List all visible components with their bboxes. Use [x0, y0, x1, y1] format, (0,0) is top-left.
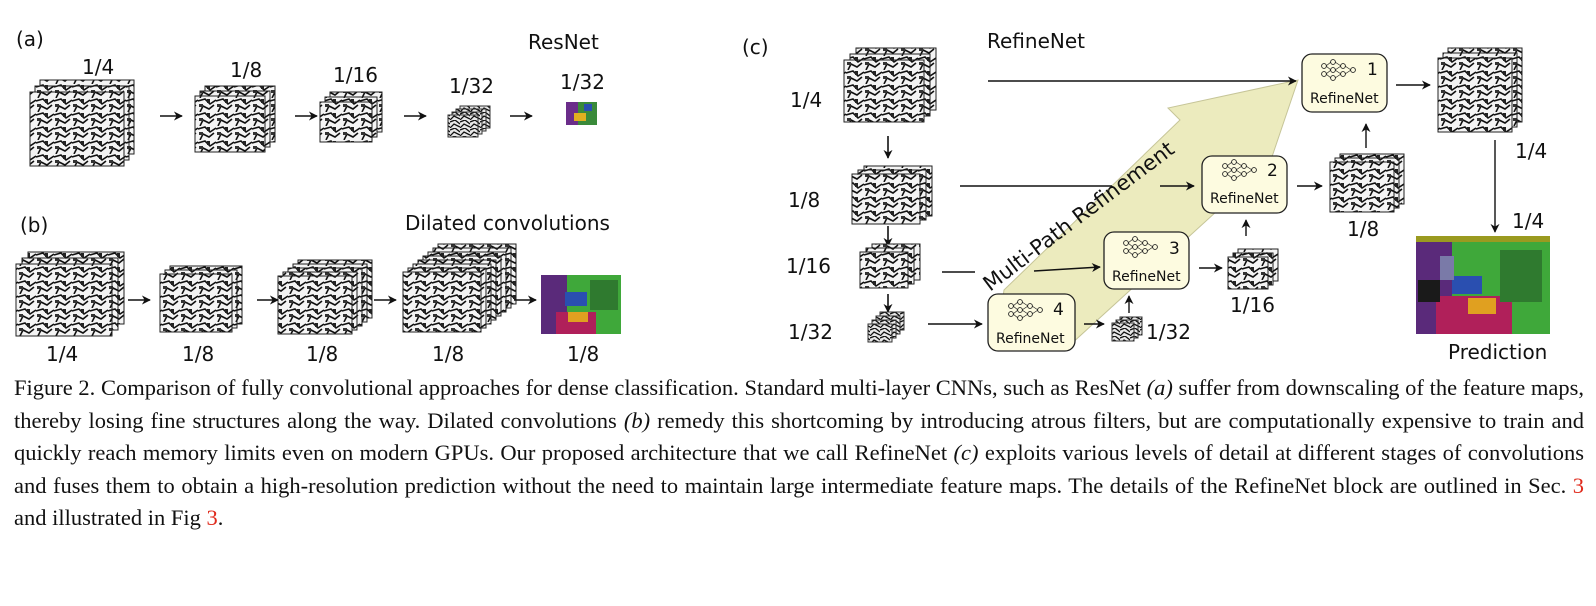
- refinenet-label-3: RefineNet: [1112, 269, 1181, 285]
- dilated-stack-3: [277, 259, 373, 335]
- refinenet-number-4: 4: [1053, 300, 1064, 320]
- caption-text-3: remedy this shortcoming by introducing a…: [14, 407, 1584, 466]
- caption-ref-b: (b): [623, 407, 651, 433]
- caption-ref-a: (a): [1146, 375, 1173, 400]
- caption-text-4: exploits various levels of detail at dif…: [14, 440, 1585, 498]
- resnet-stack-3: [319, 91, 383, 143]
- dilated-output: [541, 275, 621, 334]
- refined-scale-4: 1/32: [1146, 320, 1191, 344]
- refinenet-number-3: 3: [1169, 239, 1180, 259]
- refined-output-2: [1329, 153, 1405, 213]
- caption-figure-label: Figure 2.: [14, 375, 96, 400]
- dilated-scale-5: 1/8: [567, 342, 599, 366]
- encoder-stack-3: [859, 243, 921, 289]
- figure-diagram: (a) ResNet 1/4 1/8 1/16 1/32 1/32 (b) Di…: [15, 27, 1550, 366]
- refinenet-block-4: 4 RefineNet: [987, 293, 1076, 352]
- dilated-scale-2: 1/8: [182, 342, 214, 366]
- dilated-stack-2: [159, 265, 243, 333]
- refinenet-block-2: 2 RefineNet: [1201, 155, 1288, 214]
- resnet-scale-5: 1/32: [560, 70, 605, 94]
- resnet-scale-1: 1/4: [82, 55, 114, 79]
- encoder-stack-1: [843, 47, 937, 123]
- figure-caption: Figure 2. Comparison of fully convolutio…: [14, 372, 1584, 535]
- refined-scale-3: 1/16: [1230, 293, 1275, 317]
- caption-ref-c: (c): [953, 440, 979, 465]
- encoder-stack-4: [867, 311, 905, 343]
- refinenet-label-2: RefineNet: [1210, 191, 1279, 207]
- refinenet-label-4: RefineNet: [996, 331, 1065, 347]
- encoder-scale-1: 1/4: [790, 88, 822, 112]
- refinenet-number-1: 1: [1367, 60, 1378, 80]
- panel-b-label: (b): [20, 213, 48, 237]
- refined-output-1: [1437, 47, 1523, 133]
- refinenet-number-2: 2: [1267, 161, 1278, 181]
- caption-text-1: Comparison of fully convolutional approa…: [95, 375, 1147, 400]
- refined-scale-1: 1/4: [1515, 139, 1547, 163]
- panel-c-label: (c): [742, 35, 769, 59]
- refined-output-4: [1111, 316, 1143, 342]
- dilated-stack-4: [402, 243, 517, 333]
- section-link[interactable]: 3: [1572, 472, 1584, 498]
- resnet-stack-2: [194, 85, 276, 153]
- caption-text-6: .: [217, 505, 224, 530]
- prediction-scale: 1/4: [1512, 209, 1544, 233]
- dilated-scale-3: 1/8: [306, 342, 338, 366]
- resnet-scale-4: 1/32: [449, 74, 494, 98]
- prediction-image: [1416, 236, 1550, 334]
- refinenet-block-3: 3 RefineNet: [1103, 231, 1190, 290]
- encoder-scale-3: 1/16: [786, 254, 831, 278]
- refinenet-label-1: RefineNet: [1310, 91, 1379, 107]
- panel-a-label: (a): [16, 27, 44, 51]
- caption-text-2: suffer from downscaling of the feature m…: [14, 375, 1585, 433]
- resnet-stack-4: [447, 105, 491, 138]
- multipath-arrow: [999, 79, 1299, 346]
- resnet-scale-3: 1/16: [333, 63, 378, 87]
- panel-a-title: ResNet: [528, 30, 599, 54]
- refined-output-3: [1227, 248, 1279, 290]
- refined-scale-2: 1/8: [1347, 217, 1379, 241]
- encoder-scale-4: 1/32: [788, 320, 833, 344]
- encoder-scale-2: 1/8: [788, 188, 820, 212]
- figure-link[interactable]: 3: [206, 505, 218, 530]
- resnet-output: [566, 102, 597, 125]
- dilated-stack-1: [15, 251, 125, 337]
- panel-b-title: Dilated convolutions: [405, 211, 610, 235]
- refinenet-block-1: 1 RefineNet: [1301, 53, 1388, 113]
- resnet-stack-1: [29, 79, 135, 167]
- panel-c-title: RefineNet: [987, 29, 1085, 53]
- dilated-scale-1: 1/4: [46, 342, 78, 366]
- dilated-scale-4: 1/8: [432, 342, 464, 366]
- prediction-label: Prediction: [1448, 340, 1547, 364]
- caption-text-5: and illustrated in Fig: [14, 505, 207, 530]
- encoder-stack-2: [851, 165, 933, 225]
- resnet-scale-2: 1/8: [230, 58, 262, 82]
